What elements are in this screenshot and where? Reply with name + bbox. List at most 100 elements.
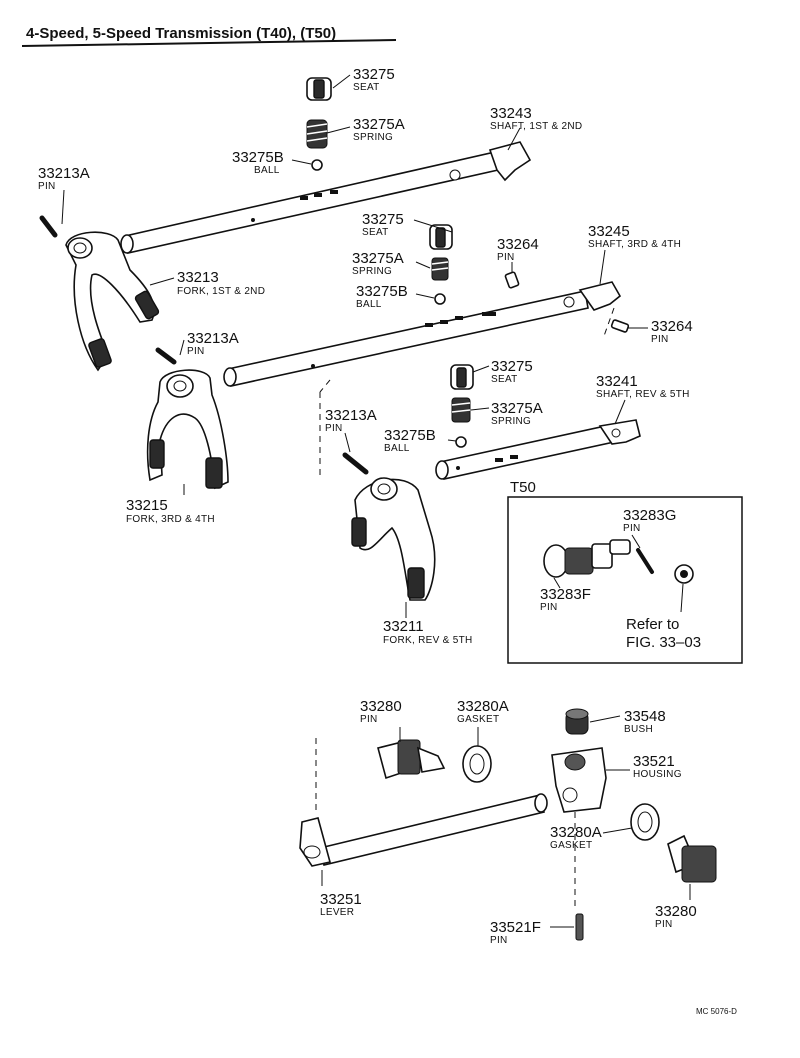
label-num-33275-c: 33275 bbox=[491, 358, 533, 375]
shaft-33241 bbox=[435, 419, 641, 480]
label-num-33280-a: 33280 bbox=[360, 698, 402, 715]
labels: 33275 SEAT 33275A SPRING 33275B BALL 332… bbox=[38, 66, 697, 946]
ball-33275B-b bbox=[434, 293, 446, 305]
label-num-33264-a: 33264 bbox=[497, 236, 539, 253]
label-num-33264-b: 33264 bbox=[651, 318, 693, 335]
pin-33283G bbox=[636, 548, 654, 574]
pin-33264-a bbox=[504, 271, 520, 289]
label-name-33215: FORK, 3RD & 4TH bbox=[126, 514, 215, 525]
label-name-33275A-c: SPRING bbox=[491, 416, 531, 427]
label-num-33251: 33251 bbox=[320, 891, 362, 908]
shaft-33245 bbox=[223, 281, 622, 387]
label-num-33275B-a: 33275B bbox=[232, 149, 284, 166]
label-name-33245: SHAFT, 3RD & 4TH bbox=[588, 239, 681, 250]
label-name-33275A-b: SPRING bbox=[352, 266, 392, 277]
label-name-33275B-c: BALL bbox=[384, 443, 410, 454]
label-name-33548: BUSH bbox=[624, 724, 653, 735]
leader-33213A-a bbox=[61, 189, 65, 225]
pin-33213A-b bbox=[155, 347, 177, 365]
pin-33213A-c bbox=[342, 452, 369, 475]
label-name-33264-a: PIN bbox=[497, 252, 515, 263]
leader-lines bbox=[149, 74, 691, 900]
pin-33264-b bbox=[610, 319, 630, 333]
label-name-33241: SHAFT, REV & 5TH bbox=[596, 389, 690, 400]
housing-33521 bbox=[551, 747, 607, 813]
label-num-33275A-b: 33275A bbox=[352, 250, 404, 267]
spring-33275A-b bbox=[431, 257, 449, 281]
label-num-33275A-a: 33275A bbox=[353, 116, 405, 133]
label-name-33280A-a: GASKET bbox=[457, 714, 499, 725]
seat-33275-a bbox=[306, 77, 332, 101]
label-num-33215: 33215 bbox=[126, 497, 168, 514]
lever-33251 bbox=[299, 793, 548, 867]
fork-33211 bbox=[351, 477, 436, 601]
label-name-33275B-b: BALL bbox=[356, 299, 382, 310]
label-num-33283F: 33283F bbox=[540, 586, 591, 603]
label-num-33275A-c: 33275A bbox=[491, 400, 543, 417]
ball-33275B-c bbox=[455, 436, 467, 448]
label-name-33264-b: PIN bbox=[651, 334, 669, 345]
label-name-33283G: PIN bbox=[623, 523, 641, 534]
spring-33275A-a bbox=[306, 119, 328, 149]
diagram-title: 4-Speed, 5-Speed Transmission (T40), (T5… bbox=[26, 25, 336, 42]
label-name-33211: FORK, REV & 5TH bbox=[383, 635, 473, 646]
label-num-33280A-b: 33280A bbox=[550, 824, 602, 841]
refer-fig-text: FIG. 33–03 bbox=[626, 634, 701, 651]
label-name-33275A-a: SPRING bbox=[353, 132, 393, 143]
label-num-33280-b: 33280 bbox=[655, 903, 697, 920]
figure-code: MC 5076-D bbox=[696, 1007, 737, 1016]
pin-33213A-a bbox=[39, 215, 58, 238]
label-num-33213: 33213 bbox=[177, 269, 219, 286]
seat-33275-c bbox=[450, 364, 474, 390]
label-name-33213A-a: PIN bbox=[38, 181, 56, 192]
label-num-33243: 33243 bbox=[490, 105, 532, 122]
label-name-33213A-b: PIN bbox=[187, 346, 205, 357]
ball-33275B-a bbox=[311, 159, 323, 171]
fork-33213 bbox=[65, 231, 160, 372]
label-num-33275-a: 33275 bbox=[353, 66, 395, 83]
gasket-33280A-a bbox=[462, 745, 492, 783]
shaft-33243 bbox=[120, 141, 532, 254]
label-num-33213A-a: 33213A bbox=[38, 165, 90, 182]
gasket-33280A-b bbox=[630, 803, 660, 841]
dash-33245 bbox=[603, 307, 615, 337]
title-underline bbox=[21, 39, 397, 47]
label-num-33211: 33211 bbox=[383, 618, 424, 635]
bush-33548 bbox=[565, 708, 589, 735]
label-name-33275-b: SEAT bbox=[362, 227, 389, 238]
label-num-33283G: 33283G bbox=[623, 507, 676, 524]
spring-33275A-c bbox=[451, 397, 471, 423]
label-name-33243: SHAFT, 1ST & 2ND bbox=[490, 121, 582, 132]
label-name-33251: LEVER bbox=[320, 907, 354, 918]
label-num-33275B-c: 33275B bbox=[384, 427, 436, 444]
t50-inset-label: T50 bbox=[510, 479, 536, 496]
label-name-33280-b: PIN bbox=[655, 919, 673, 930]
label-num-33521F: 33521F bbox=[490, 919, 541, 936]
label-num-33275B-b: 33275B bbox=[356, 283, 408, 300]
label-name-33275-a: SEAT bbox=[353, 82, 380, 93]
pin-33280-a bbox=[377, 739, 446, 780]
label-name-33280-a: PIN bbox=[360, 714, 378, 725]
label-name-33283F: PIN bbox=[540, 602, 558, 613]
plug-ref-33-03 bbox=[674, 564, 694, 584]
fork-33215 bbox=[146, 369, 229, 490]
label-num-33280A-a: 33280A bbox=[457, 698, 509, 715]
pin-33280-b bbox=[667, 834, 717, 883]
label-num-33521: 33521 bbox=[633, 753, 675, 770]
seat-33275-b bbox=[429, 224, 453, 250]
label-num-33245: 33245 bbox=[588, 223, 630, 240]
pin-33521F bbox=[575, 913, 584, 941]
label-num-33213A-b: 33213A bbox=[187, 330, 239, 347]
label-name-33521F: PIN bbox=[490, 935, 508, 946]
label-name-33213A-c: PIN bbox=[325, 423, 343, 434]
label-num-33275-b: 33275 bbox=[362, 211, 404, 228]
label-name-33280A-b: GASKET bbox=[550, 840, 592, 851]
t50-inset-box bbox=[507, 496, 743, 664]
leader-ref bbox=[680, 583, 684, 613]
label-num-33548: 33548 bbox=[624, 708, 666, 725]
refer-to-text: Refer to bbox=[626, 616, 679, 633]
pin-33283F bbox=[543, 539, 631, 578]
label-name-33275B-a: BALL bbox=[254, 165, 280, 176]
